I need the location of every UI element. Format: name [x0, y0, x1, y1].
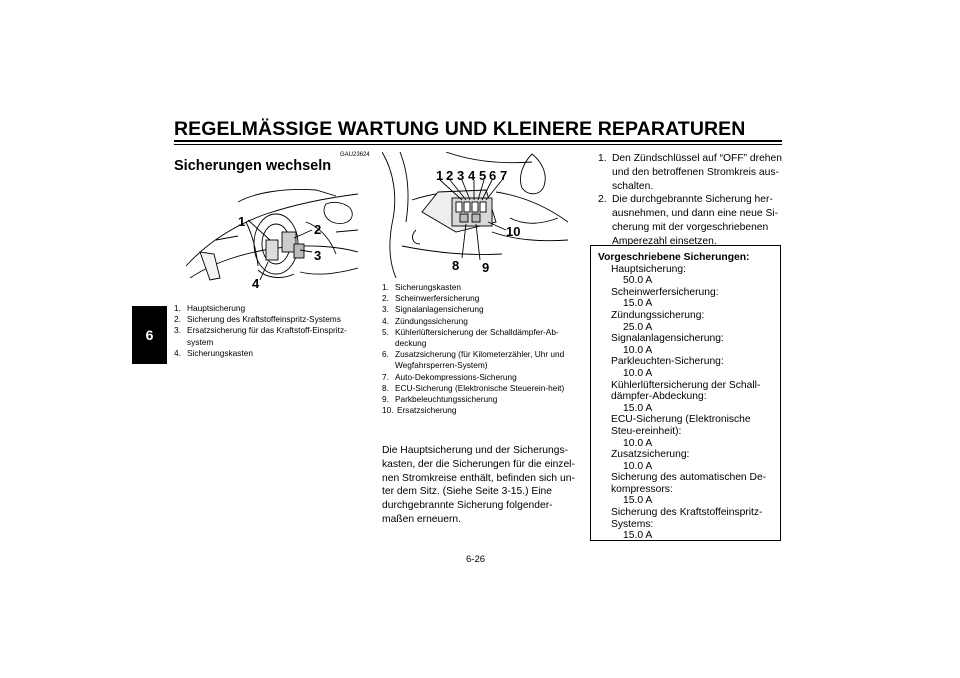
- caption-number: 9.: [382, 394, 389, 405]
- caption-number: 2.: [174, 314, 181, 325]
- figure-mid-captions: 1. Sicherungskasten 2. Scheinwerfersiche…: [382, 282, 578, 416]
- step-number: 2.: [598, 194, 607, 206]
- caption-number: 3.: [382, 304, 389, 315]
- fuse-name: Parkleuchten-Sicherung:: [611, 356, 724, 368]
- figure-left-captions: 1. Hauptsicherung 2. Sicherung des Kraft…: [174, 303, 356, 359]
- callout-8: 8: [452, 258, 459, 273]
- caption-number: 6.: [382, 349, 389, 360]
- callout-1: 1: [238, 214, 245, 229]
- caption-text: Parkbeleuchtungssicherung: [395, 394, 498, 405]
- section-code: GAU23624: [340, 152, 370, 158]
- caption-text: Sicherung des Kraftstoffeinspritz-System…: [187, 314, 341, 325]
- fuse-rating: 10.0 A: [623, 437, 653, 449]
- callout-7: 7: [500, 168, 507, 183]
- caption-item: 10. Ersatzsicherung: [382, 405, 578, 416]
- caption-number: 1.: [174, 303, 181, 313]
- caption-number: 7.: [382, 371, 389, 382]
- fuse-name: Zusatzsicherung:: [611, 449, 690, 461]
- fuse-name: ECU-Sicherung (Elektronische Steu-ereinh…: [611, 414, 751, 437]
- callout-3: 3: [457, 168, 464, 183]
- caption-item: 8. ECU-Sicherung (Elektronische Steuerei…: [382, 383, 578, 394]
- page-title: REGELMÄSSIGE WARTUNG UND KLEINERE REPARA…: [174, 118, 746, 140]
- fuse-location-illustration: 1 2 3 4: [186, 182, 358, 292]
- caption-text: Zusatzsicherung (für Kilometerzähler, Uh…: [395, 349, 565, 371]
- caption-text: Auto-Dekompressions-Sicherung: [395, 371, 517, 382]
- caption-text: Scheinwerfersicherung: [395, 293, 480, 304]
- fuse-name: Sicherung des Kraftstoffeinspritz-System…: [611, 507, 763, 530]
- instruction-steps: 1. Den Zündschlüssel auf “OFF” drehen un…: [598, 152, 788, 249]
- step-text: Den Zündschlüssel auf “OFF” drehen und d…: [612, 153, 782, 192]
- callout-1: 1: [436, 168, 443, 183]
- caption-text: ECU-Sicherung (Elektronische Steuerein-h…: [395, 382, 565, 393]
- caption-number: 10.: [382, 405, 394, 416]
- caption-number: 4.: [382, 315, 389, 326]
- fuse-specification-box: Vorgeschriebene Sicherungen: Hauptsicher…: [590, 245, 781, 541]
- callout-9: 9: [482, 260, 489, 275]
- callout-6: 6: [489, 168, 496, 183]
- fuse-rating: 50.0 A: [623, 275, 653, 287]
- caption-item: 7. Auto-Dekompressions-Sicherung: [382, 372, 578, 383]
- caption-number: 1.: [382, 282, 389, 292]
- caption-item: 1. Sicherungskasten: [382, 282, 578, 293]
- callout-5: 5: [479, 168, 486, 183]
- caption-text: Sicherungskasten: [187, 347, 253, 358]
- section-title: Sicherungen wechseln: [174, 158, 332, 174]
- step-item: 1. Den Zündschlüssel auf “OFF” drehen un…: [598, 152, 788, 193]
- caption-item: 2. Scheinwerfersicherung: [382, 293, 578, 304]
- fuse-box-illustration: 1 2 3 4 5 6 7 8 9 10: [382, 152, 568, 278]
- caption-item: 3. Ersatzsicherung für das Kraftstoff-Ei…: [174, 325, 356, 347]
- step-text: Die durchgebrannte Sicherung her-ausnehm…: [612, 194, 779, 247]
- body-paragraph: Die Hauptsicherung und der Sicherungs-ka…: [382, 445, 575, 525]
- caption-item: 4. Zündungssicherung: [382, 316, 578, 327]
- caption-number: 2.: [382, 293, 389, 304]
- caption-item: 1. Hauptsicherung: [174, 303, 356, 314]
- caption-text: Zündungssicherung: [395, 315, 468, 326]
- fuse-name: Scheinwerfersicherung:: [611, 286, 719, 298]
- fuse-rating: 15.0 A: [623, 298, 653, 310]
- caption-number: 3.: [174, 325, 181, 336]
- callout-2: 2: [446, 168, 453, 183]
- caption-text: Sicherungskasten: [395, 282, 461, 292]
- fuse-name: Signalanlagensicherung:: [611, 333, 724, 345]
- caption-item: 9. Parkbeleuchtungssicherung: [382, 394, 578, 405]
- callout-2: 2: [314, 222, 321, 237]
- fuse-name: Sicherung des automatischen De-kompresso…: [611, 472, 767, 495]
- step-number: 1.: [598, 153, 607, 164]
- callout-3: 3: [314, 248, 321, 263]
- caption-item: 5. Kühlerlüftersicherung der Schalldämpf…: [382, 327, 578, 349]
- caption-text: Ersatzsicherung: [397, 405, 457, 416]
- fuse-rating: 15.0 A: [623, 530, 653, 542]
- fuse-name: Kühlerlüftersicherung der Schall-dämpfer…: [611, 379, 761, 403]
- fuse-name: Zündungssicherung:: [611, 309, 705, 321]
- caption-text: Signalanlagensicherung: [395, 304, 484, 315]
- callout-10: 10: [506, 224, 520, 239]
- fuse-rating: 10.0 A: [623, 460, 653, 472]
- caption-text: Kühlerlüftersicherung der Schalldämpfer-…: [395, 326, 559, 349]
- callout-4: 4: [252, 276, 260, 291]
- caption-text: Hauptsicherung: [187, 303, 246, 313]
- caption-text: Ersatzsicherung für das Kraftstoff-Einsp…: [187, 325, 347, 347]
- header-rule: [174, 140, 782, 142]
- page-number: 6-26: [466, 554, 486, 565]
- caption-number: 5.: [382, 326, 389, 337]
- fuse-rating: 15.0 A: [623, 495, 653, 507]
- fuse-name: Hauptsicherung:: [611, 263, 686, 275]
- fuse-box-title: Vorgeschriebene Sicherungen:: [598, 252, 750, 263]
- caption-number: 4.: [174, 347, 181, 358]
- callout-4: 4: [468, 168, 476, 183]
- caption-item: 2. Sicherung des Kraftstoffeinspritz-Sys…: [174, 314, 356, 325]
- fuse-box-drawing: 1 2 3 4 5 6 7 8 9 10: [382, 152, 568, 278]
- chapter-tab: 6: [132, 306, 167, 364]
- caption-number: 8.: [382, 382, 389, 393]
- caption-item: 6. Zusatzsicherung (für Kilometerzähler,…: [382, 349, 578, 371]
- fuse-rating: 15.0 A: [623, 402, 653, 414]
- fuse-rating: 10.0 A: [623, 344, 653, 356]
- caption-item: 3. Signalanlagensicherung: [382, 304, 578, 315]
- fuse-location-drawing: 1 2 3 4: [186, 189, 358, 291]
- fuse-rating: 25.0 A: [623, 321, 653, 333]
- fuse-rating: 10.0 A: [623, 367, 653, 379]
- step-item: 2. Die durchgebrannte Sicherung her-ausn…: [598, 193, 788, 248]
- caption-item: 4. Sicherungskasten: [174, 348, 356, 359]
- header-rule-thin: [174, 143, 782, 145]
